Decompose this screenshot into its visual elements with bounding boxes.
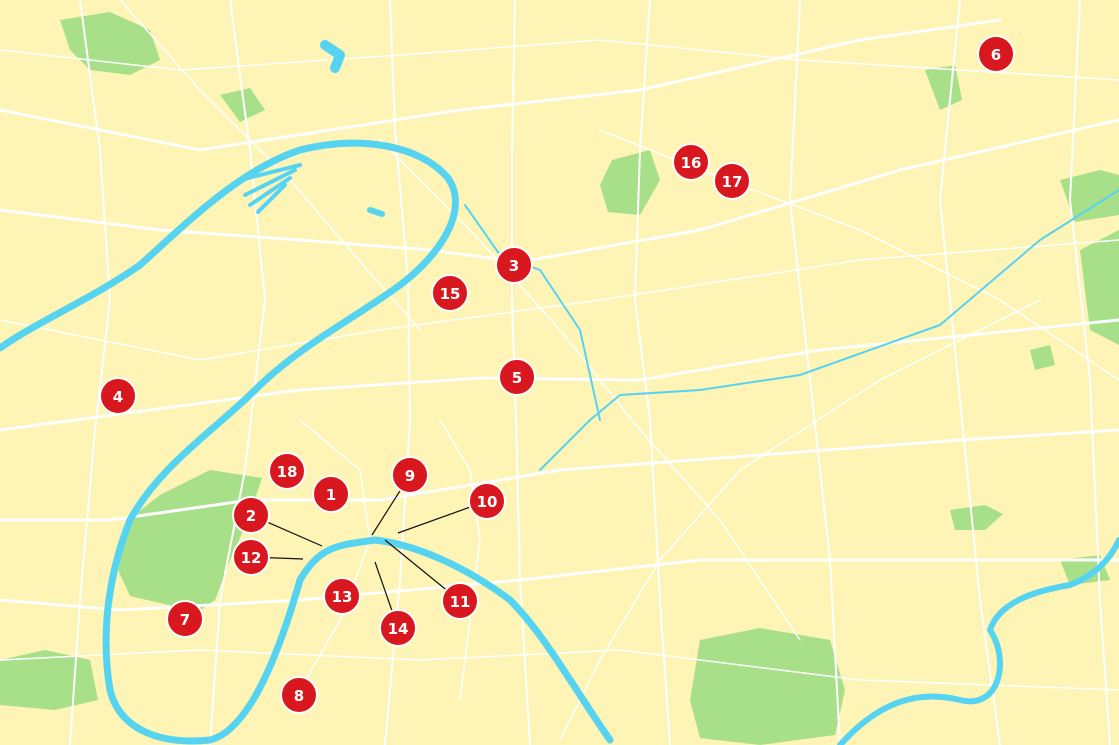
road-line — [633, 0, 671, 745]
marker-label: 8 — [294, 687, 304, 705]
park-north-reserve — [600, 150, 660, 215]
river-seine — [0, 139, 614, 745]
map-marker-7[interactable]: 7 — [166, 600, 204, 638]
waterways — [0, 40, 1119, 745]
park-bois-de-vincennes — [690, 628, 845, 745]
marker-label: 10 — [477, 493, 498, 511]
canal-port — [238, 163, 302, 214]
lake-north — [367, 207, 385, 217]
marker-pin-icon — [232, 496, 270, 534]
map-marker-16[interactable]: 16 — [672, 143, 710, 181]
marker-pin-icon — [268, 452, 306, 490]
marker-label: 4 — [113, 388, 123, 406]
marker-label: 15 — [440, 285, 461, 303]
map-marker-9[interactable]: 9 — [391, 456, 429, 494]
map-marker-8[interactable]: 8 — [280, 676, 318, 714]
marker-label: 7 — [180, 611, 190, 629]
road-line — [0, 318, 1119, 432]
map-marker-18[interactable]: 18 — [268, 452, 306, 490]
marker-label: 17 — [722, 173, 743, 191]
road-line — [0, 118, 1119, 264]
marker-pin-icon — [431, 274, 469, 312]
map-marker-1[interactable]: 1 — [312, 475, 350, 513]
map-marker-17[interactable]: 17 — [713, 162, 751, 200]
marker-pin-icon — [323, 577, 361, 615]
park-west — [220, 88, 265, 122]
map-marker-3[interactable]: 3 — [495, 246, 533, 284]
map-marker-10[interactable]: 10 — [468, 482, 506, 520]
road-line — [0, 39, 1119, 81]
marker-pin-icon — [166, 600, 204, 638]
marker-label: 1 — [326, 486, 336, 504]
road-line — [788, 0, 841, 745]
marker-pin-icon — [280, 676, 318, 714]
marker-label: 14 — [388, 620, 409, 638]
road-line — [0, 239, 1119, 361]
marker-label: 9 — [405, 467, 415, 485]
lake-northwest — [320, 40, 345, 73]
marker-pin-icon — [312, 475, 350, 513]
road-line — [439, 419, 481, 701]
marker-label: 2 — [246, 507, 256, 525]
road-line — [1068, 0, 1111, 745]
map-marker-6[interactable]: 6 — [977, 35, 1015, 73]
marker-label: 6 — [991, 46, 1001, 64]
marker-label: 12 — [241, 549, 262, 567]
road-line — [384, 0, 412, 745]
map-marker-15[interactable]: 15 — [431, 274, 469, 312]
marker-pin-icon — [713, 162, 751, 200]
marker-pin-icon — [379, 609, 417, 647]
marker-label: 13 — [332, 588, 353, 606]
park-east-1 — [1060, 170, 1119, 222]
park-bois-de-boulogne — [118, 470, 262, 612]
marker-pin-icon — [468, 482, 506, 520]
marker-pin-icon — [977, 35, 1015, 73]
marker-pin-icon — [498, 358, 536, 396]
map-marker-13[interactable]: 13 — [323, 577, 361, 615]
canal-saint-denis — [464, 204, 601, 421]
marker-pin-icon — [672, 143, 710, 181]
park-east-3 — [950, 505, 1003, 530]
map-marker-5[interactable]: 5 — [498, 358, 536, 396]
marker-label: 11 — [450, 593, 471, 611]
marker-pin-icon — [99, 377, 137, 415]
marker-label: 5 — [512, 369, 522, 387]
park-east-2 — [1080, 230, 1119, 345]
road-line — [559, 299, 1041, 741]
park-east-4 — [1030, 345, 1055, 370]
road-line — [599, 129, 1119, 381]
marker-pin-icon — [232, 538, 270, 576]
road-line — [0, 18, 1002, 152]
marker-label: 3 — [509, 257, 519, 275]
marker-pin-icon — [495, 246, 533, 284]
marker-pin-icon — [441, 582, 479, 620]
parks — [0, 12, 1119, 745]
map-marker-14[interactable]: 14 — [379, 609, 417, 647]
map-marker-2[interactable]: 2 — [232, 496, 270, 534]
map-marker-12[interactable]: 12 — [232, 538, 270, 576]
marker-pin-icon — [391, 456, 429, 494]
road-line — [209, 0, 267, 745]
river-marne — [837, 537, 1119, 745]
marker-label: 18 — [277, 463, 298, 481]
road-line — [0, 649, 1119, 691]
canal-ourcq — [539, 189, 1119, 471]
road-line — [938, 0, 1001, 745]
marker-label: 16 — [681, 154, 702, 172]
map-marker-11[interactable]: 11 — [441, 582, 479, 620]
map-marker-4[interactable]: 4 — [99, 377, 137, 415]
road-line — [69, 0, 112, 745]
